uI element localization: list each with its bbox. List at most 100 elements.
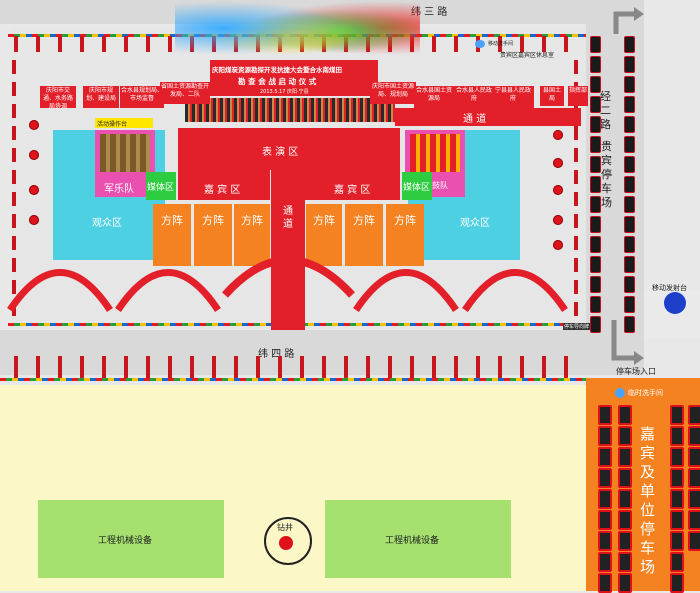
fence-pillar <box>454 356 458 378</box>
fence-pillar <box>574 126 578 140</box>
launch-pad-label: 移动发射台 <box>652 284 687 292</box>
parked-car <box>688 447 700 467</box>
fence-pillar <box>278 356 282 378</box>
parked-car <box>618 489 632 509</box>
fence-pillar <box>498 356 502 378</box>
dance-figures <box>410 134 460 172</box>
parked-car <box>590 56 601 73</box>
vip-parking-label: 贵宾停车场 <box>601 140 612 209</box>
vip-right-label: 嘉 宾 区 <box>334 185 371 196</box>
fence-pillar <box>12 104 16 118</box>
parked-car <box>624 156 635 173</box>
launch-pad-icon <box>664 292 686 314</box>
vip-left-label: 嘉 宾 区 <box>204 185 241 196</box>
fence-pillar <box>124 356 128 378</box>
parked-car <box>624 256 635 273</box>
fence-pillar <box>168 36 172 52</box>
fence-pillar <box>344 356 348 378</box>
audience-left-label: 观众区 <box>92 218 122 229</box>
parked-car <box>624 236 635 253</box>
fence-pillar <box>520 36 524 52</box>
parked-car <box>590 176 601 193</box>
parked-car <box>688 405 700 425</box>
banner-sign: 合水县国土资源局 <box>414 86 454 108</box>
parked-car <box>598 426 612 446</box>
road-weisi-label: 纬 四 路 <box>258 349 295 360</box>
parked-car <box>590 96 601 113</box>
parked-car <box>598 489 612 509</box>
road-arrow-top <box>613 7 644 34</box>
fence-pillar <box>574 258 578 272</box>
fence-pillar <box>12 126 16 140</box>
fence-pillar <box>14 356 18 378</box>
parked-car <box>590 316 601 333</box>
fence-pillar <box>80 36 84 52</box>
fence-pillar <box>12 258 16 272</box>
parked-car <box>618 573 632 593</box>
parked-car <box>624 176 635 193</box>
parked-car <box>688 489 700 509</box>
fence-pillar <box>564 36 568 52</box>
parked-car <box>688 468 700 488</box>
parked-car <box>670 552 684 572</box>
fence-pillar <box>190 356 194 378</box>
parked-car <box>618 468 632 488</box>
band-label: 军乐队 <box>104 184 134 195</box>
parked-car <box>618 552 632 572</box>
parked-car <box>598 405 612 425</box>
small-sign-label: 停车导向牌 <box>563 323 591 330</box>
parked-car <box>598 468 612 488</box>
parked-car <box>624 296 635 313</box>
formation-2: 方阵 <box>194 204 232 266</box>
road-jinger-label: 经 二 路 <box>600 90 611 131</box>
fence-pillar <box>388 356 392 378</box>
fence-pillar <box>574 280 578 294</box>
banner-sign: 宁县县人民政府 <box>492 86 534 108</box>
vip-zone-left <box>178 170 270 200</box>
parking-entrance-label: 停车场入口 <box>616 367 656 376</box>
stage-title-line2: 勘 查 会 战 启 动 仪 式 <box>238 77 317 86</box>
inflatable-arches <box>7 256 568 312</box>
fence-pillar <box>300 356 304 378</box>
fence-pillar <box>432 36 436 52</box>
performance-label: 表 演 区 <box>262 147 299 158</box>
handwash-top-icon <box>475 40 485 48</box>
banner-sign: 庆阳市国土资源局、规划局 <box>370 82 416 104</box>
media-right-label: 媒体区 <box>403 183 431 193</box>
fence-pillar <box>102 356 106 378</box>
passage-top <box>395 108 581 126</box>
media-left-label: 媒体区 <box>147 183 175 193</box>
fence-pillar <box>12 82 16 96</box>
lantern <box>29 185 39 195</box>
banner-sign: 庆阳市交通、水务路局协调 <box>40 86 76 110</box>
flag-line-low <box>0 378 586 381</box>
banner-sign: 合水县规划局、市场监督 <box>120 86 164 108</box>
parked-car <box>618 426 632 446</box>
fence-pillar <box>574 170 578 184</box>
formation-6: 方阵 <box>386 204 424 266</box>
parked-car <box>618 510 632 530</box>
activity-area-label: 活动操作台 <box>97 121 128 128</box>
banner-sign: 指挥部 <box>568 86 588 106</box>
parked-car <box>624 36 635 53</box>
parked-car <box>590 156 601 173</box>
machinery-left-zone <box>38 500 224 578</box>
lantern <box>29 150 39 160</box>
media-zone-right <box>402 172 432 200</box>
banner-sign: 省国土资源勘查开发局、二队 <box>160 82 210 104</box>
parked-car <box>624 316 635 333</box>
parked-car <box>590 276 601 293</box>
formation-1: 方阵 <box>153 204 191 266</box>
parked-car <box>624 56 635 73</box>
fence-pillar <box>12 214 16 228</box>
temp-handwash-label: 临时洗手间 <box>628 389 663 397</box>
fence-pillar <box>542 36 546 52</box>
stage-title-line1: 庆阳煤炭资源勘探开发抗捷大会暨合水南煤田 <box>212 66 342 74</box>
fence-pillar <box>574 192 578 206</box>
lantern <box>553 158 563 168</box>
fence-pillar <box>574 214 578 228</box>
fence-pillar <box>542 356 546 378</box>
drill-label: 钻井 <box>277 523 293 532</box>
fence-pillar <box>36 36 40 52</box>
parked-car <box>670 489 684 509</box>
